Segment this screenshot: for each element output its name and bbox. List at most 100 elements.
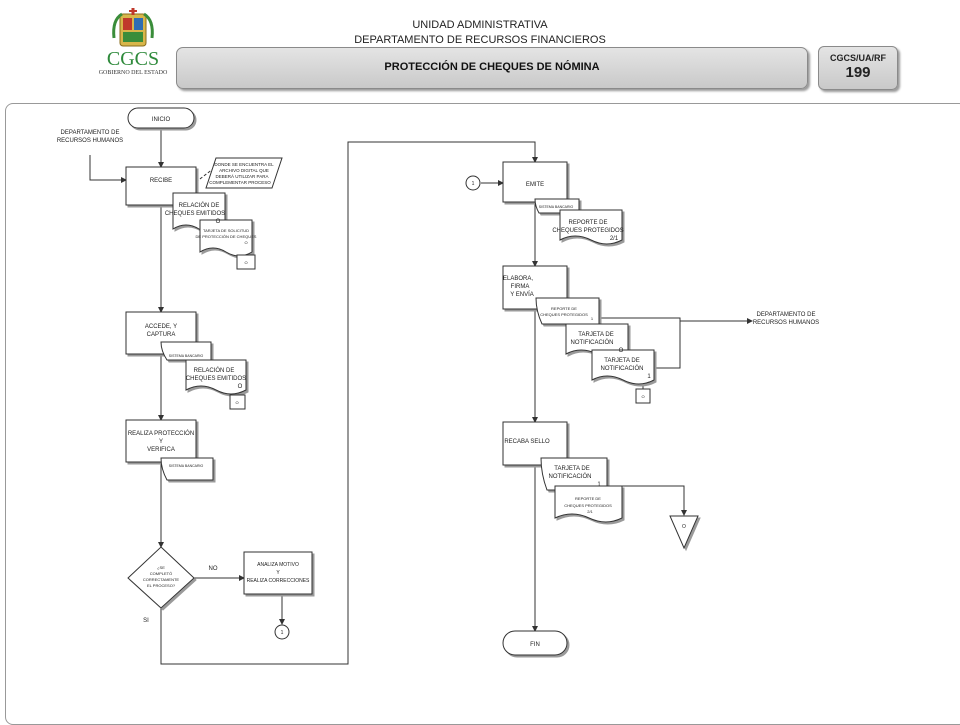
reporte-cheques-doc-1 bbox=[559, 209, 623, 245]
realiza-line3: VERIFICA bbox=[147, 447, 175, 453]
note-line3: DEBERÁ UTILIZAR PARA bbox=[216, 173, 269, 179]
archive-box-3 bbox=[635, 388, 651, 404]
page-title: PROTECCIÓN DE CHEQUES DE NÓMINA bbox=[384, 61, 600, 73]
realiza-line2: Y bbox=[159, 439, 163, 445]
relacion-cheques-doc-2 bbox=[185, 359, 247, 395]
analiza-line3: REALIZA CORRECCIONES bbox=[247, 578, 310, 584]
analiza-line1: ANALIZA MOTIVO bbox=[257, 562, 299, 568]
analiza-line2: Y bbox=[276, 570, 280, 576]
logo-subtext: GOBIERNO DEL ESTADO bbox=[98, 70, 168, 76]
connector-left-label: 1 bbox=[281, 630, 284, 636]
emite-process bbox=[502, 161, 568, 203]
end-label: FIN bbox=[530, 642, 540, 648]
recaba-label: RECABA SELLO bbox=[504, 439, 550, 445]
tarjeta-not-2-line1: TARJETA DE bbox=[604, 358, 639, 364]
rel-cheques-2-line2: CHEQUES EMITIDOS bbox=[186, 376, 246, 382]
connector-lines bbox=[89, 128, 753, 665]
tarjeta-not-1-line1: TARJETA DE bbox=[578, 332, 613, 338]
archive-mark-2: O bbox=[235, 400, 238, 405]
note-line1: DONDE SE ENCUENTRA EL bbox=[214, 162, 274, 167]
elabora-line1: ELABORA, bbox=[503, 276, 533, 282]
connector-right-label: 1 bbox=[472, 181, 475, 187]
document-code: CGCS/UA/RF bbox=[830, 53, 886, 63]
reporte-2-line2: CHEQUES PROTEGIDOS bbox=[540, 312, 588, 317]
reporte-1-line2: CHEQUES PROTEGIDOS bbox=[552, 228, 623, 234]
tarjeta-not-1-line3: O bbox=[619, 348, 624, 354]
reporte-1-line3: 2/1 bbox=[610, 236, 619, 242]
reporte-cheques-doc-2 bbox=[535, 297, 600, 325]
start-label: INICIO bbox=[152, 117, 171, 123]
tarjeta-solicitud-line1: TARJETA DE SOLICITUD bbox=[203, 228, 249, 233]
archive-triangle bbox=[669, 515, 699, 550]
rel-cheques-1-line3: O bbox=[216, 219, 221, 225]
tarjeta-solicitud-doc bbox=[199, 219, 253, 257]
note-line2: ARCHIVO DIGITAL QUE bbox=[219, 168, 269, 173]
archive-mark-1: O bbox=[244, 260, 247, 265]
coat-of-arms-icon bbox=[112, 8, 154, 47]
accede-line2: CAPTURA bbox=[147, 332, 176, 338]
sistema-label-2: SISTEMA BANCARIO bbox=[169, 464, 204, 468]
tarjeta-not-2-line2: NOTIFICACIÓN bbox=[601, 365, 644, 372]
realiza-line1: REALIZA PROTECCIÓN bbox=[128, 430, 194, 437]
decision-diamond bbox=[127, 546, 195, 609]
document-code-box: CGCS/UA/RF 199 bbox=[818, 46, 898, 90]
dept-rh-right-line1: DEPARTAMENTO DE bbox=[757, 312, 816, 318]
decision-line3: CORRECTAMENTE bbox=[143, 577, 179, 582]
reporte-1-line1: REPORTE DE bbox=[569, 220, 608, 226]
logo bbox=[92, 8, 174, 84]
tarjeta-not-2-line3: 1 bbox=[647, 374, 651, 380]
decision-line2: COMPLETÓ bbox=[150, 571, 172, 576]
tarjeta-solicitud-line3: O bbox=[244, 240, 247, 245]
decision-line1: ¿SE bbox=[157, 565, 165, 570]
reporte-3-line3: 2/1 bbox=[587, 509, 593, 514]
elabora-line2: FIRMA bbox=[511, 284, 530, 290]
rel-cheques-2-line3: O bbox=[238, 384, 243, 390]
tarjeta-notificacion-doc-2 bbox=[591, 349, 655, 385]
tarjeta-not-3-line2: NOTIFICACIÓN bbox=[549, 473, 592, 480]
logo-text: CGCS bbox=[106, 48, 160, 70]
department-label: DEPARTAMENTO DE RECURSOS FINANCIEROS bbox=[354, 34, 606, 46]
sistema-label-3: SISTEMA BANCARIO bbox=[539, 205, 574, 209]
recibe-label: RECIBE bbox=[150, 178, 172, 184]
reporte-2-line3: 1 bbox=[591, 316, 594, 321]
archive-triangle-mark: O bbox=[682, 524, 686, 530]
tarjeta-not-3-line1: TARJETA DE bbox=[554, 466, 589, 472]
page-number: 199 bbox=[845, 64, 871, 81]
offpage-connector-right bbox=[465, 175, 481, 191]
reporte-cheques-doc-3 bbox=[554, 485, 623, 523]
reporte-3-line2: CHEQUES PROTEGIDOS bbox=[564, 503, 612, 508]
rel-cheques-1-line2: CHEQUES EMITIDOS bbox=[165, 211, 225, 217]
si-label: SI bbox=[143, 618, 149, 624]
archive-box-1 bbox=[236, 254, 256, 270]
start-terminator bbox=[127, 107, 195, 129]
title-bar: PROTECCIÓN DE CHEQUES DE NÓMINA bbox=[176, 47, 808, 89]
end-terminator bbox=[502, 630, 568, 656]
analiza-process bbox=[243, 551, 313, 595]
realiza-process bbox=[125, 419, 197, 463]
note-line4: COMPLEMENTAR PROCESO bbox=[209, 180, 271, 185]
tarjeta-not-1-line2: NOTIFICACIÓN bbox=[571, 339, 614, 346]
offpage-connector-left bbox=[274, 624, 290, 640]
dept-rh-top-line2: RECURSOS HUMANOS bbox=[57, 138, 123, 144]
elabora-line3: Y ENVÍA bbox=[510, 291, 534, 298]
sistema-label-1: SISTEMA BANCARIO bbox=[169, 354, 204, 358]
rel-cheques-1-line1: RELACIÓN DE bbox=[179, 202, 220, 209]
dept-rh-top-line1: DEPARTAMENTO DE bbox=[61, 130, 120, 136]
tarjeta-solicitud-line2: DE PROTECCIÓN DE CHEQUES bbox=[196, 234, 257, 239]
note-shape bbox=[205, 157, 283, 189]
tarjeta-not-3-line3: 1 bbox=[597, 482, 601, 488]
reporte-2-line1: REPORTE DE bbox=[551, 306, 577, 311]
reporte-3-line1: REPORTE DE bbox=[575, 496, 601, 501]
elabora-process bbox=[502, 265, 568, 310]
archive-box-2 bbox=[229, 394, 246, 410]
unit-label: UNIDAD ADMINISTRATIVA bbox=[412, 19, 548, 31]
dept-rh-right-line2: RECURSOS HUMANOS bbox=[753, 320, 819, 326]
emite-label: EMITE bbox=[526, 182, 544, 188]
no-label: NO bbox=[209, 566, 218, 572]
accede-line1: ACCEDE, Y bbox=[145, 324, 177, 330]
sistema-bancario-shape-2 bbox=[160, 457, 214, 481]
decision-line4: EL PROCESO? bbox=[147, 583, 176, 588]
rel-cheques-2-line1: RELACIÓN DE bbox=[194, 367, 235, 374]
archive-mark-3: O bbox=[641, 394, 644, 399]
